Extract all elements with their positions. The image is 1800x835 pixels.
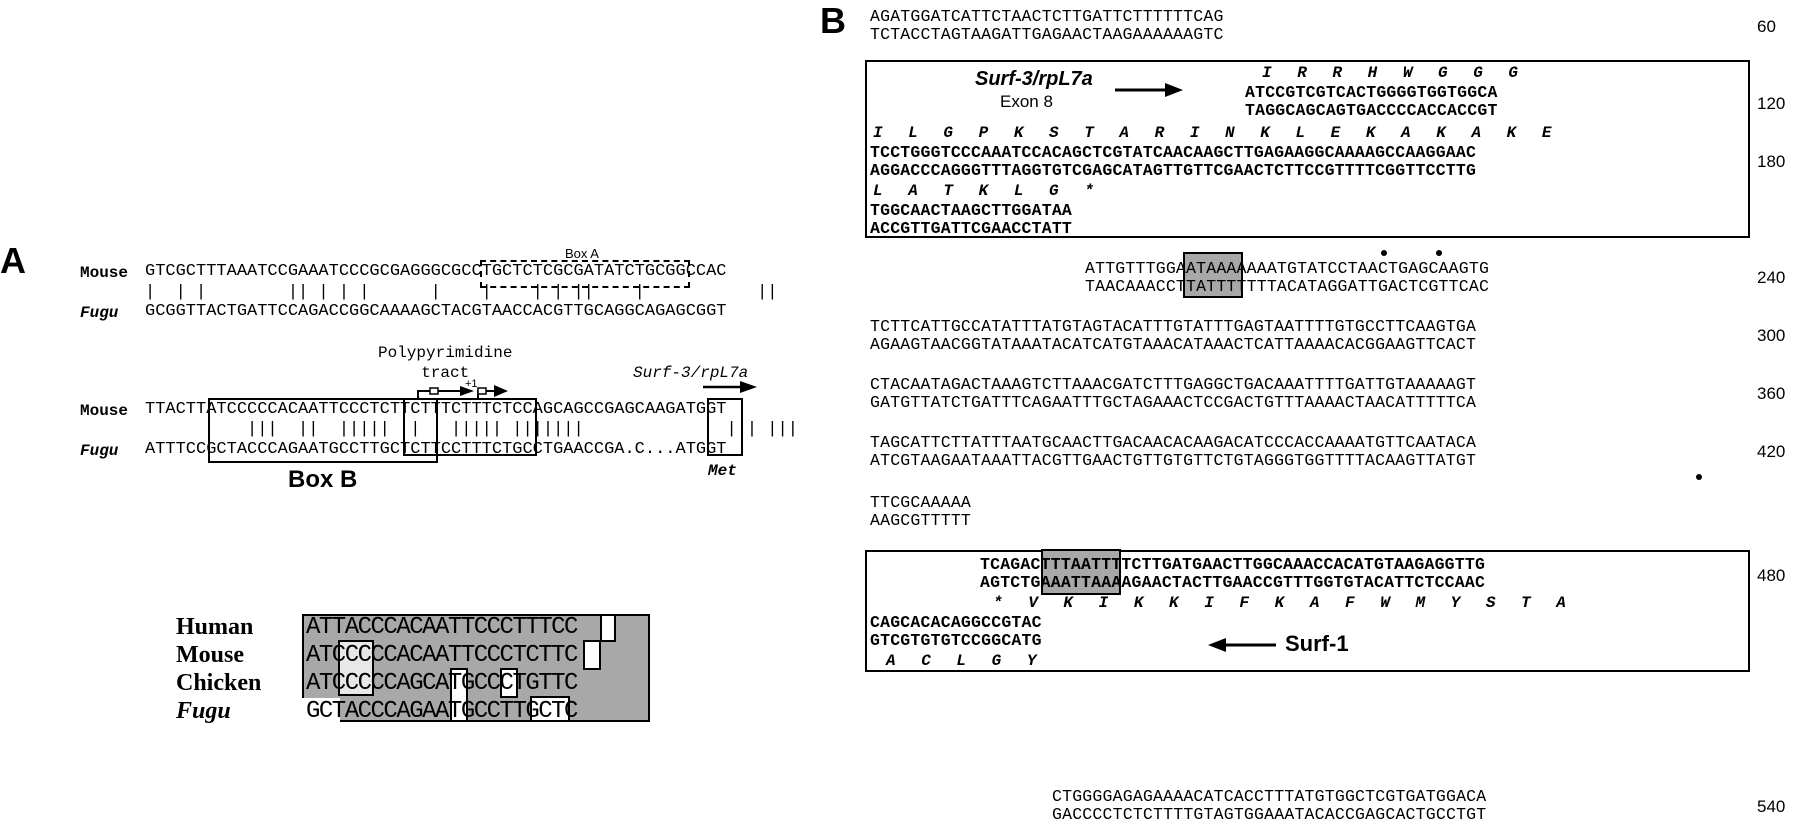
exon-s2b: AGGACCCAGGGTTTAGGTGTCGAGCATAGTTGTTCGAACT… — [870, 161, 1477, 180]
exon-s3a: TGGCAACTAAGCTTGGATAA — [870, 201, 1073, 220]
exon-aa2: I L G P K S T A R I N K L E K A K A K E — [873, 124, 1552, 142]
surf1-arrow — [1208, 638, 1276, 652]
exon-name: Surf-3/rpL7a — [975, 68, 1093, 90]
b-last-num: 540 — [1757, 797, 1786, 816]
b-row0-top: AGATGGATCATTCTAACTCTTGATTCTTTTTTCAG — [870, 7, 1224, 26]
row1-fugu-seq: GCGGTTACTGATTCCAGACCGGCAAAAGCTACGTAACCAC… — [145, 302, 727, 321]
polyA-box-2 — [1041, 549, 1121, 595]
surf1-name: Surf-1 — [1285, 631, 1349, 656]
zoom-mark-4 — [450, 668, 468, 722]
polyA-box-1 — [1183, 252, 1243, 298]
exon-num1: 120 — [1757, 94, 1786, 113]
exon-aa3: L A T K L G * — [873, 182, 1094, 200]
b-mid3-bot: ATCGTAAGAATAAATTACGTTGAACTGTTGTGTTCTGTAG… — [870, 451, 1477, 470]
b-mid0-top: ATTGTTTGGAATAAAAAAATGTATCCTAACTGAGCAAGTG — [1085, 259, 1490, 278]
box-b-label: Box B — [288, 466, 358, 493]
zoom-white-fugu — [302, 698, 340, 722]
b-row0-num: 60 — [1757, 17, 1776, 36]
exon-arrow — [1115, 83, 1183, 97]
surf1-s1b: AGTCTGAAATTAAAAGAACTACTTGAACCGTTTGGTGTAC… — [980, 573, 1486, 592]
exon-s2a: TCCTGGGTCCCAAATCCACAGCTCGTATCAACAAGCTTGA… — [870, 143, 1477, 162]
b-mid2-top: CTACAATAGACTAAAGTCTTAAACGATCTTTGAGGCTGAC… — [870, 375, 1477, 394]
panel-b-label: B — [820, 0, 846, 41]
dot-2 — [1436, 250, 1442, 256]
b-mid3-num: 420 — [1757, 442, 1786, 461]
box-b-outline — [208, 398, 438, 463]
b-last-top: CTGGGGAGAGAAAACATCACCTTTATGTGGCTCGTGATGG… — [1052, 787, 1487, 806]
b-mid0-bot: TAACAAACCTTATTTTTTTACATAGGATTGACTCGTTCAC — [1085, 277, 1490, 296]
dot-3 — [1696, 474, 1702, 480]
row2-mouse-label: Mouse — [80, 402, 129, 420]
dot-1 — [1381, 250, 1387, 256]
met-label: Met — [708, 462, 737, 480]
surf1-aa1: * V K I K K I F K A F W M Y S T A — [993, 594, 1566, 612]
zoom-mark-1 — [338, 640, 374, 696]
align-mouse: ATCCCCCACAATTCCCTCTTC — [306, 642, 578, 669]
polypyrimidine-label: Polypyrimidine tract — [378, 344, 513, 382]
plus-one-label: +1 — [465, 378, 478, 390]
zoom-mark-3 — [583, 640, 601, 670]
exon-s1a: ATCCGTCGTCACTGGGGTGGTGGCA — [1245, 83, 1498, 102]
row2-mouse-seq: TTACTTATCCCCCACAATTCCCTCTTCTTTCTTTCTCCAG… — [145, 400, 727, 419]
species-mouse: Mouse — [176, 642, 244, 668]
b-last-bot: GACCCCTCTCTTTTGTAGTGGAAATACACCGAGCACTGCC… — [1052, 805, 1487, 824]
exon-num2: 180 — [1757, 152, 1786, 171]
exon-s1b: TAGGCAGCAGTGACCCCACCACCGT — [1245, 101, 1498, 120]
surf1-s1a: TCAGACTTTAATTTTCTTGATGAACTTGGCAAACCACATG… — [980, 555, 1486, 574]
align-chicken: ATCCCCCAGCATGCCCTGTTC — [306, 670, 578, 697]
b-row0-bot: TCTACCTAGTAAGATTGAGAACTAAGAAAAAAGTC — [870, 25, 1224, 44]
zoom-mark-5 — [500, 668, 518, 698]
zoom-mark-6 — [530, 696, 570, 722]
b-mid4-bot: AAGCGTTTTT — [870, 511, 972, 530]
b-mid2-bot: GATGTTATCTGATTTCAGAATTTGCTAGAAACTCCGACTG… — [870, 393, 1477, 412]
surf1-box — [865, 550, 1750, 672]
b-mid1-num: 300 — [1757, 326, 1786, 345]
atg-box — [707, 398, 743, 456]
species-chicken: Chicken — [176, 670, 262, 696]
exon-s3b: ACCGTTGATTCGAACCTATT — [870, 219, 1073, 238]
arrows-svg — [417, 381, 757, 400]
exon-number: Exon 8 — [1000, 92, 1053, 111]
align-fugu: GCTACCCAGAATGCCTTGCTC — [306, 698, 578, 725]
b-mid1-top: TCTTCATTGCCATATTTATGTAGTACATTTGTATTTGAGT… — [870, 317, 1477, 336]
exon-aa1: I R R H W G G G — [1262, 64, 1519, 82]
box-a-label: Box A — [565, 246, 599, 261]
b-mid0-num: 240 — [1757, 268, 1786, 287]
row2-fugu-seq: ATTTCCGCTACCCAGAATGCCTTGCTCTTCCTTTCTGCCT… — [145, 440, 727, 459]
align-human: ATTACCCACAATTCCCTTTCC — [306, 614, 578, 641]
box-a-outline — [480, 260, 690, 288]
b-mid1-bot: AGAAGTAACGGTATAAATACATCATGTAAACATAAACTCA… — [870, 335, 1477, 354]
surf1-num1: 480 — [1757, 566, 1786, 585]
species-human: Human — [176, 614, 254, 640]
row1-fugu-label: Fugu — [80, 304, 119, 322]
panel-a-label: A — [0, 240, 26, 281]
b-mid2-num: 360 — [1757, 384, 1786, 403]
surf1-aa2: A C L G Y — [886, 652, 1037, 670]
b-mid4-top: TTCGCAAAAA — [870, 493, 972, 512]
surf-label: Surf-3/rpL7a — [633, 364, 749, 382]
polypyrimidine-box — [403, 398, 537, 456]
row1-match: | | | || | | | | | | | || | || — [145, 283, 778, 302]
b-mid3-top: TAGCATTCTTATTTAATGCAACTTGACAACACAAGACATC… — [870, 433, 1477, 452]
surf1-s2b: GTCGTGTGTCCGGCATG — [870, 631, 1042, 650]
surf1-s2a: CAGCACACAGGCCGTAC — [870, 613, 1042, 632]
zoom-mark-2 — [600, 614, 616, 642]
exon8-box — [865, 60, 1750, 238]
species-fugu: Fugu — [176, 698, 231, 724]
row2-match: ||| || ||||| | ||||| ||||||| ||| ||| — [145, 420, 798, 439]
row1-mouse-label: Mouse — [80, 264, 129, 282]
row1-mouse-seq: GTCGCTTTAAATCCGAAATCCCGCGAGGGCGCCTGCTCTC… — [145, 262, 727, 281]
row2-fugu-label: Fugu — [80, 442, 119, 460]
